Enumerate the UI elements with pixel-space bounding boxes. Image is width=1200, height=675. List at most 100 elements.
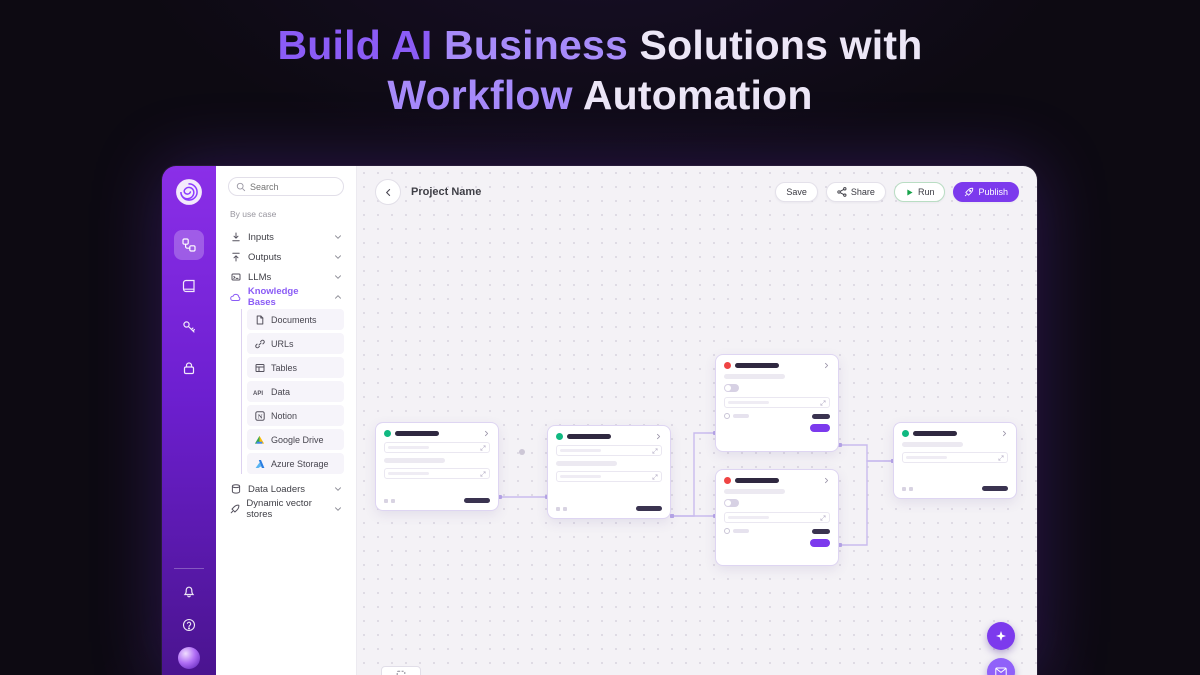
node-placeholder-bar	[724, 489, 786, 494]
node-placeholder-bar	[902, 442, 964, 447]
sidebar-subitem-documents[interactable]: Documents	[247, 309, 344, 330]
chevron-right-icon[interactable]	[1001, 430, 1008, 437]
sidebar-item-dynamic-vector-stores[interactable]: Dynamic vector stores	[228, 498, 344, 520]
zoom-control[interactable]	[381, 666, 421, 675]
hero-text-segment: Business	[444, 22, 640, 68]
share-button[interactable]: Share	[825, 182, 886, 202]
sidebar-item-outputs[interactable]: Outputs	[228, 247, 344, 267]
workflow-connections	[498, 431, 895, 547]
lock-icon	[182, 361, 196, 375]
node-action-button[interactable]	[810, 539, 830, 547]
chevron-right-icon[interactable]	[823, 362, 830, 369]
publish-button[interactable]: Publish	[953, 182, 1019, 202]
rail-item-workflows[interactable]	[174, 230, 204, 260]
user-avatar[interactable]	[178, 647, 200, 669]
canvas-cursor-dot	[519, 449, 525, 455]
node-action-row	[724, 424, 830, 432]
chevron-down-icon	[334, 505, 342, 513]
rail-item-api-keys[interactable]	[174, 312, 204, 342]
node-toggle[interactable]	[724, 499, 739, 507]
sidebar-item-label: LLMs	[248, 271, 272, 283]
workflow-node-processor-node-2[interactable]	[715, 469, 839, 566]
sidebar-subitem-label: Notion	[271, 410, 298, 421]
node-meta-row	[724, 528, 830, 534]
sidebar-item-data-loaders[interactable]: Data Loaders	[228, 479, 344, 499]
workflow-node-input-node-2[interactable]	[547, 425, 671, 519]
search-box[interactable]	[228, 177, 344, 196]
document-icon	[255, 315, 265, 325]
ai-assistant-button[interactable]	[987, 622, 1015, 650]
node-input-field[interactable]	[556, 445, 662, 456]
sidebar-item-knowledge-bases[interactable]: Knowledge Bases	[228, 286, 344, 308]
node-input-field[interactable]	[384, 442, 490, 453]
sidebar-item-label: Data Loaders	[248, 483, 306, 495]
chevron-right-icon[interactable]	[483, 430, 490, 437]
rocket-icon	[964, 187, 974, 197]
canvas-topbar: Project Name Save Share Run Publish	[357, 166, 1037, 218]
node-title-bar	[567, 434, 611, 439]
hero-text-segment: Build AI	[277, 22, 445, 68]
node-status-dot	[556, 433, 563, 440]
node-status-dot	[384, 430, 391, 437]
workflow-canvas[interactable]: Project Name Save Share Run Publish	[357, 166, 1037, 675]
azure-icon	[255, 459, 265, 469]
node-header	[724, 477, 830, 484]
node-input-field[interactable]	[724, 512, 830, 523]
sidebar-subitem-notion[interactable]: N Notion	[247, 405, 344, 426]
upload-icon	[231, 252, 241, 262]
node-status-dot	[902, 430, 909, 437]
project-title: Project Name	[411, 186, 482, 198]
bell-icon	[182, 584, 196, 598]
node-toggle[interactable]	[724, 384, 739, 392]
chevron-up-icon	[334, 293, 342, 301]
search-input[interactable]	[250, 181, 336, 192]
table-icon	[255, 363, 265, 373]
rail-item-library[interactable]	[174, 271, 204, 301]
hero-text-segment: Workflow	[387, 72, 583, 118]
chevron-right-icon[interactable]	[655, 433, 662, 440]
back-button[interactable]	[375, 179, 401, 205]
sidebar-subitem-azure-storage[interactable]: Azure Storage	[247, 453, 344, 474]
rail-item-notifications[interactable]	[177, 579, 201, 603]
node-footer	[556, 506, 662, 511]
node-status-dot	[724, 362, 731, 369]
sidebar-subitem-label: Azure Storage	[271, 458, 329, 469]
feedback-button[interactable]	[987, 658, 1015, 675]
sidebar-subitem-data[interactable]: API Data	[247, 381, 344, 402]
rail-item-security[interactable]	[174, 353, 204, 383]
node-input-field[interactable]	[902, 452, 1008, 463]
sidebar-item-llms[interactable]: LLMs	[228, 267, 344, 287]
workflow-node-processor-node-1[interactable]	[715, 354, 839, 452]
hero-line-2: Workflow Automation	[387, 72, 812, 118]
vector-icon	[230, 504, 240, 514]
save-button[interactable]: Save	[775, 182, 818, 202]
sidebar-subgroup: Documents URLs Tables API Data N Notion	[241, 309, 344, 474]
node-title-bar	[735, 363, 779, 368]
node-header	[384, 430, 490, 437]
sidebar-section-label: By use case	[230, 209, 277, 219]
node-header	[556, 433, 662, 440]
workflow-node-input-node-1[interactable]	[375, 422, 499, 511]
node-title-bar	[735, 478, 779, 483]
sidebar-subitem-tables[interactable]: Tables	[247, 357, 344, 378]
node-header	[724, 362, 830, 369]
node-action-button[interactable]	[810, 424, 830, 432]
node-input-field[interactable]	[724, 397, 830, 408]
key-icon	[182, 320, 196, 334]
workflow-node-output-node[interactable]	[893, 422, 1017, 499]
sidebar-subitem-google-drive[interactable]: Google Drive	[247, 429, 344, 450]
play-icon	[905, 188, 914, 197]
sidebar-item-inputs[interactable]: Inputs	[228, 227, 344, 247]
chevron-right-icon[interactable]	[823, 477, 830, 484]
chevron-down-icon	[334, 273, 342, 281]
sidebar-subitem-urls[interactable]: URLs	[247, 333, 344, 354]
button-label: Run	[917, 187, 935, 197]
app-window: By use case Inputs Outputs LLMs Knowledg…	[162, 166, 1037, 675]
node-input-field[interactable]	[556, 471, 662, 482]
node-placeholder-bar	[556, 461, 618, 466]
run-button[interactable]: Run	[893, 182, 946, 202]
svg-text:N: N	[257, 413, 262, 420]
chevron-down-icon	[334, 253, 342, 261]
node-input-field[interactable]	[384, 468, 490, 479]
rail-item-help[interactable]	[177, 613, 201, 637]
